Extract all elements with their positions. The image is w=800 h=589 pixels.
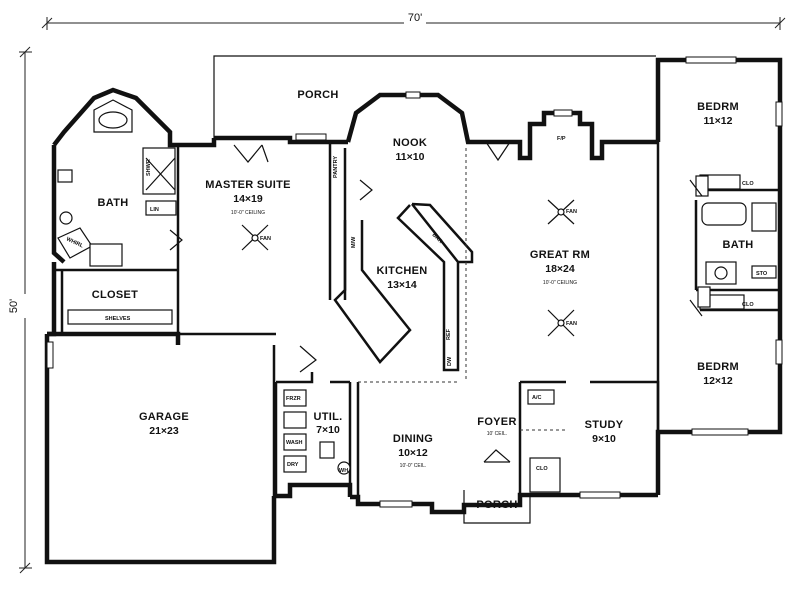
dining-label: DINING bbox=[393, 433, 433, 445]
wh-label: WH bbox=[339, 468, 348, 474]
bedrm-1-size: 11×12 bbox=[704, 115, 733, 127]
dw-label: DW bbox=[447, 356, 453, 366]
util-label: UTIL. bbox=[314, 411, 343, 423]
front-porch-label: PORCH bbox=[476, 499, 517, 511]
freezer-label: FRZR bbox=[286, 396, 301, 402]
foyer-note: 10' CEIL. bbox=[487, 431, 507, 437]
bedrm-1-label: BEDRM bbox=[697, 101, 739, 113]
front-porch-outline bbox=[463, 490, 531, 524]
kitchen-size: 13×14 bbox=[387, 279, 417, 291]
storage-tag: STO bbox=[756, 271, 768, 277]
study-size: 9×10 bbox=[592, 433, 616, 445]
great-rm-label: GREAT RM bbox=[530, 249, 590, 261]
interior-walls bbox=[54, 142, 780, 504]
fireplace-label: F/P bbox=[557, 136, 566, 142]
dining-note: 10'-0" CEIL. bbox=[400, 463, 427, 469]
linen-tag: LIN bbox=[150, 207, 159, 213]
master-bath-label: BATH bbox=[98, 197, 129, 209]
great-rm-size: 18×24 bbox=[545, 263, 575, 275]
dimension-width: 70' bbox=[41, 10, 786, 30]
mw-label: M/W bbox=[351, 236, 357, 248]
pantry-label: PANTRY bbox=[333, 156, 339, 178]
nook-size: 11×10 bbox=[396, 151, 425, 163]
util-fixtures bbox=[283, 389, 351, 475]
shelves-label: SHELVES bbox=[105, 316, 131, 322]
master-suite-size: 14×19 bbox=[233, 193, 263, 205]
master-suite-label: MASTER SUITE bbox=[205, 179, 291, 191]
fan-icon bbox=[241, 224, 269, 251]
dining-size: 10×12 bbox=[398, 447, 428, 459]
washer-label: WASH bbox=[286, 440, 303, 446]
width-dimension-label: 70' bbox=[408, 12, 422, 24]
closet-tag: CLO bbox=[742, 181, 754, 187]
dimension-depth: 50' bbox=[8, 46, 32, 574]
kitchen-label: KITCHEN bbox=[377, 265, 428, 277]
closet-tag: CLO bbox=[536, 466, 548, 472]
fan-label: FAN bbox=[566, 321, 577, 327]
garage-label: GARAGE bbox=[139, 411, 189, 423]
doors bbox=[169, 141, 703, 463]
garage-size: 21×23 bbox=[149, 425, 179, 437]
util-size: 7×10 bbox=[316, 424, 340, 436]
fan-label: FAN bbox=[260, 236, 271, 242]
master-suite-note: 10'-0" CEILING bbox=[231, 210, 265, 216]
depth-dimension-label: 50' bbox=[8, 299, 20, 313]
shower-label: SHWR bbox=[146, 159, 152, 176]
great-rm-note: 10'-0" CEILING bbox=[543, 280, 577, 286]
closet-label: CLOSET bbox=[92, 289, 138, 301]
master-bath-fixtures bbox=[57, 99, 176, 267]
windows bbox=[46, 56, 783, 508]
ceiling-fans bbox=[241, 199, 575, 337]
nook-label: NOOK bbox=[393, 137, 427, 149]
ref-label: REF bbox=[446, 328, 452, 340]
bath-2-label: BATH bbox=[723, 239, 754, 251]
foyer-label: FOYER bbox=[477, 416, 516, 428]
ac-label: A/C bbox=[532, 395, 542, 401]
bedrm-2-size: 12×12 bbox=[703, 375, 733, 387]
closet-tag: CLO bbox=[742, 302, 754, 308]
fan-label: FAN bbox=[566, 209, 577, 215]
fan-icon bbox=[547, 199, 575, 225]
bedrm-2-label: BEDRM bbox=[697, 361, 739, 373]
study-label: STUDY bbox=[585, 419, 624, 431]
rear-porch-label: PORCH bbox=[297, 89, 338, 101]
fan-icon bbox=[547, 309, 575, 337]
dryer-label: DRY bbox=[287, 462, 299, 468]
